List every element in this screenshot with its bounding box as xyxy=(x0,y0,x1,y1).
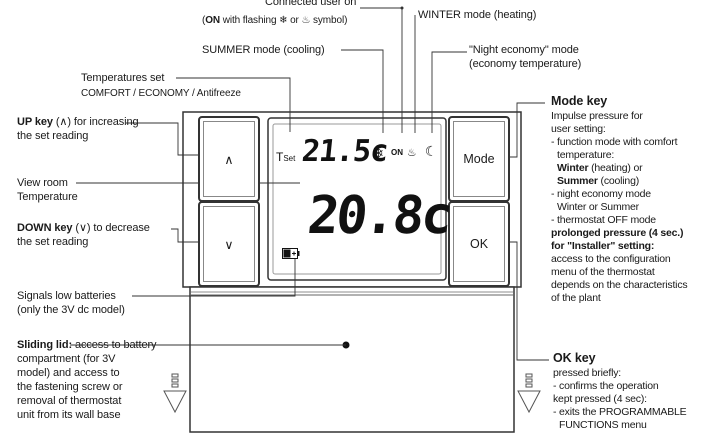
label-view-room: View room xyxy=(17,177,68,189)
label-night-economy: "Night economy" mode xyxy=(469,44,579,56)
mode-key-line: Winter or Summer xyxy=(557,201,639,213)
label-up-key-sub: the set reading xyxy=(17,130,89,142)
label-view-room-sub: Temperature xyxy=(17,191,78,203)
label-summer-mode: SUMMER mode (cooling) xyxy=(202,44,325,56)
ok-key-title: OK key xyxy=(553,351,596,365)
room-temperature-display: 20.8c xyxy=(304,186,453,246)
mode-key-line: - function mode with comfort xyxy=(551,136,678,148)
leader-batt xyxy=(132,252,296,297)
label-up-key: UP key (∧) for increasing xyxy=(17,116,139,128)
mode-key-line: menu of the thermostat xyxy=(551,266,655,278)
label-sliding-lid-5: removal of thermostat xyxy=(17,395,122,407)
ok-key-description: pressed briefly:- confirms the operation… xyxy=(553,367,701,432)
flame-icon: ♨ xyxy=(408,145,416,160)
on-indicator: ON xyxy=(391,148,403,157)
leader-temps-set xyxy=(176,77,291,132)
tset-label: TSet xyxy=(276,150,296,164)
moon-icon: ☾ xyxy=(425,144,434,160)
label-sliding-lid: Sliding lid: access to battery xyxy=(17,339,157,351)
mode-key[interactable]: Mode xyxy=(448,116,510,202)
mode-key-line: Summer (cooling) xyxy=(557,175,640,187)
battery-icon xyxy=(282,244,300,263)
lcd-screen-inner xyxy=(272,123,442,275)
ok-key-label: OK xyxy=(469,237,489,251)
up-key-label: ∧ xyxy=(224,152,234,167)
ok-key-line: - exits the PROGRAMMABLE xyxy=(553,406,687,418)
label-low-batteries-sub: (only the 3V dc model) xyxy=(17,304,125,316)
mode-key-label: Mode xyxy=(463,152,495,166)
lcd-screen-frame xyxy=(267,117,447,281)
mode-key-line: depends on the characteristics xyxy=(551,279,688,291)
down-key[interactable]: ∨ xyxy=(198,201,260,287)
label-night-economy-sub: (economy temperature) xyxy=(469,58,582,70)
mode-key-line: Winter (heating) or xyxy=(557,162,643,174)
mode-key-line: for "Installer" setting: xyxy=(551,240,655,252)
mode-key-line: - night economy mode xyxy=(551,188,651,200)
label-sliding-lid-3: model) and access to xyxy=(17,367,120,379)
mode-key-line: temperature: xyxy=(557,149,615,161)
mode-key-line: access to the configuration xyxy=(551,253,671,265)
mode-key-line: Impulse pressure for xyxy=(551,110,643,122)
mode-key-line: user setting: xyxy=(551,123,606,135)
mode-key-title: Mode key xyxy=(551,94,608,108)
ok-key-line: - confirms the operation xyxy=(553,380,659,392)
down-key-label: ∨ xyxy=(224,237,234,252)
leader-night xyxy=(431,51,467,133)
mode-key-line: of the plant xyxy=(551,292,601,304)
label-connected-user: Connected user on xyxy=(265,0,357,8)
label-sliding-lid-2: compartment (for 3V xyxy=(17,353,116,365)
label-down-key: DOWN key (∨) to decrease xyxy=(17,222,150,234)
ok-key[interactable]: OK xyxy=(448,201,510,287)
label-winter-mode: WINTER mode (heating) xyxy=(418,9,537,21)
leader-connected xyxy=(360,7,403,133)
label-connected-user-detail: (ON with flashing ❄ or ♨ symbol) xyxy=(202,15,348,26)
snowflake-icon: ❄ xyxy=(374,144,384,162)
label-sliding-lid-6: unit from its wall base xyxy=(17,409,121,421)
label-temps-set: Temperatures set xyxy=(81,72,165,84)
label-low-batteries: Signals low batteries xyxy=(17,290,116,302)
up-key[interactable]: ∧ xyxy=(198,116,260,202)
lid-arrow-right xyxy=(517,373,541,414)
lid-arrow-left xyxy=(163,373,187,414)
ok-key-line: kept pressed (4 sec): xyxy=(553,393,647,405)
leader-summer xyxy=(341,49,384,133)
label-sliding-lid-4: the fastening screw or xyxy=(17,381,123,393)
mode-key-line: prolonged pressure (4 sec.) xyxy=(551,227,684,239)
mode-key-line: - thermostat OFF mode xyxy=(551,214,656,226)
sliding-lid-outline xyxy=(189,286,515,433)
label-down-key-sub: the set reading xyxy=(17,236,89,248)
ok-key-line: FUNCTIONS menu xyxy=(559,419,647,431)
ok-key-line: pressed briefly: xyxy=(553,367,621,379)
label-temps-set-sub: COMFORT / ECONOMY / Antifreeze xyxy=(81,88,241,99)
